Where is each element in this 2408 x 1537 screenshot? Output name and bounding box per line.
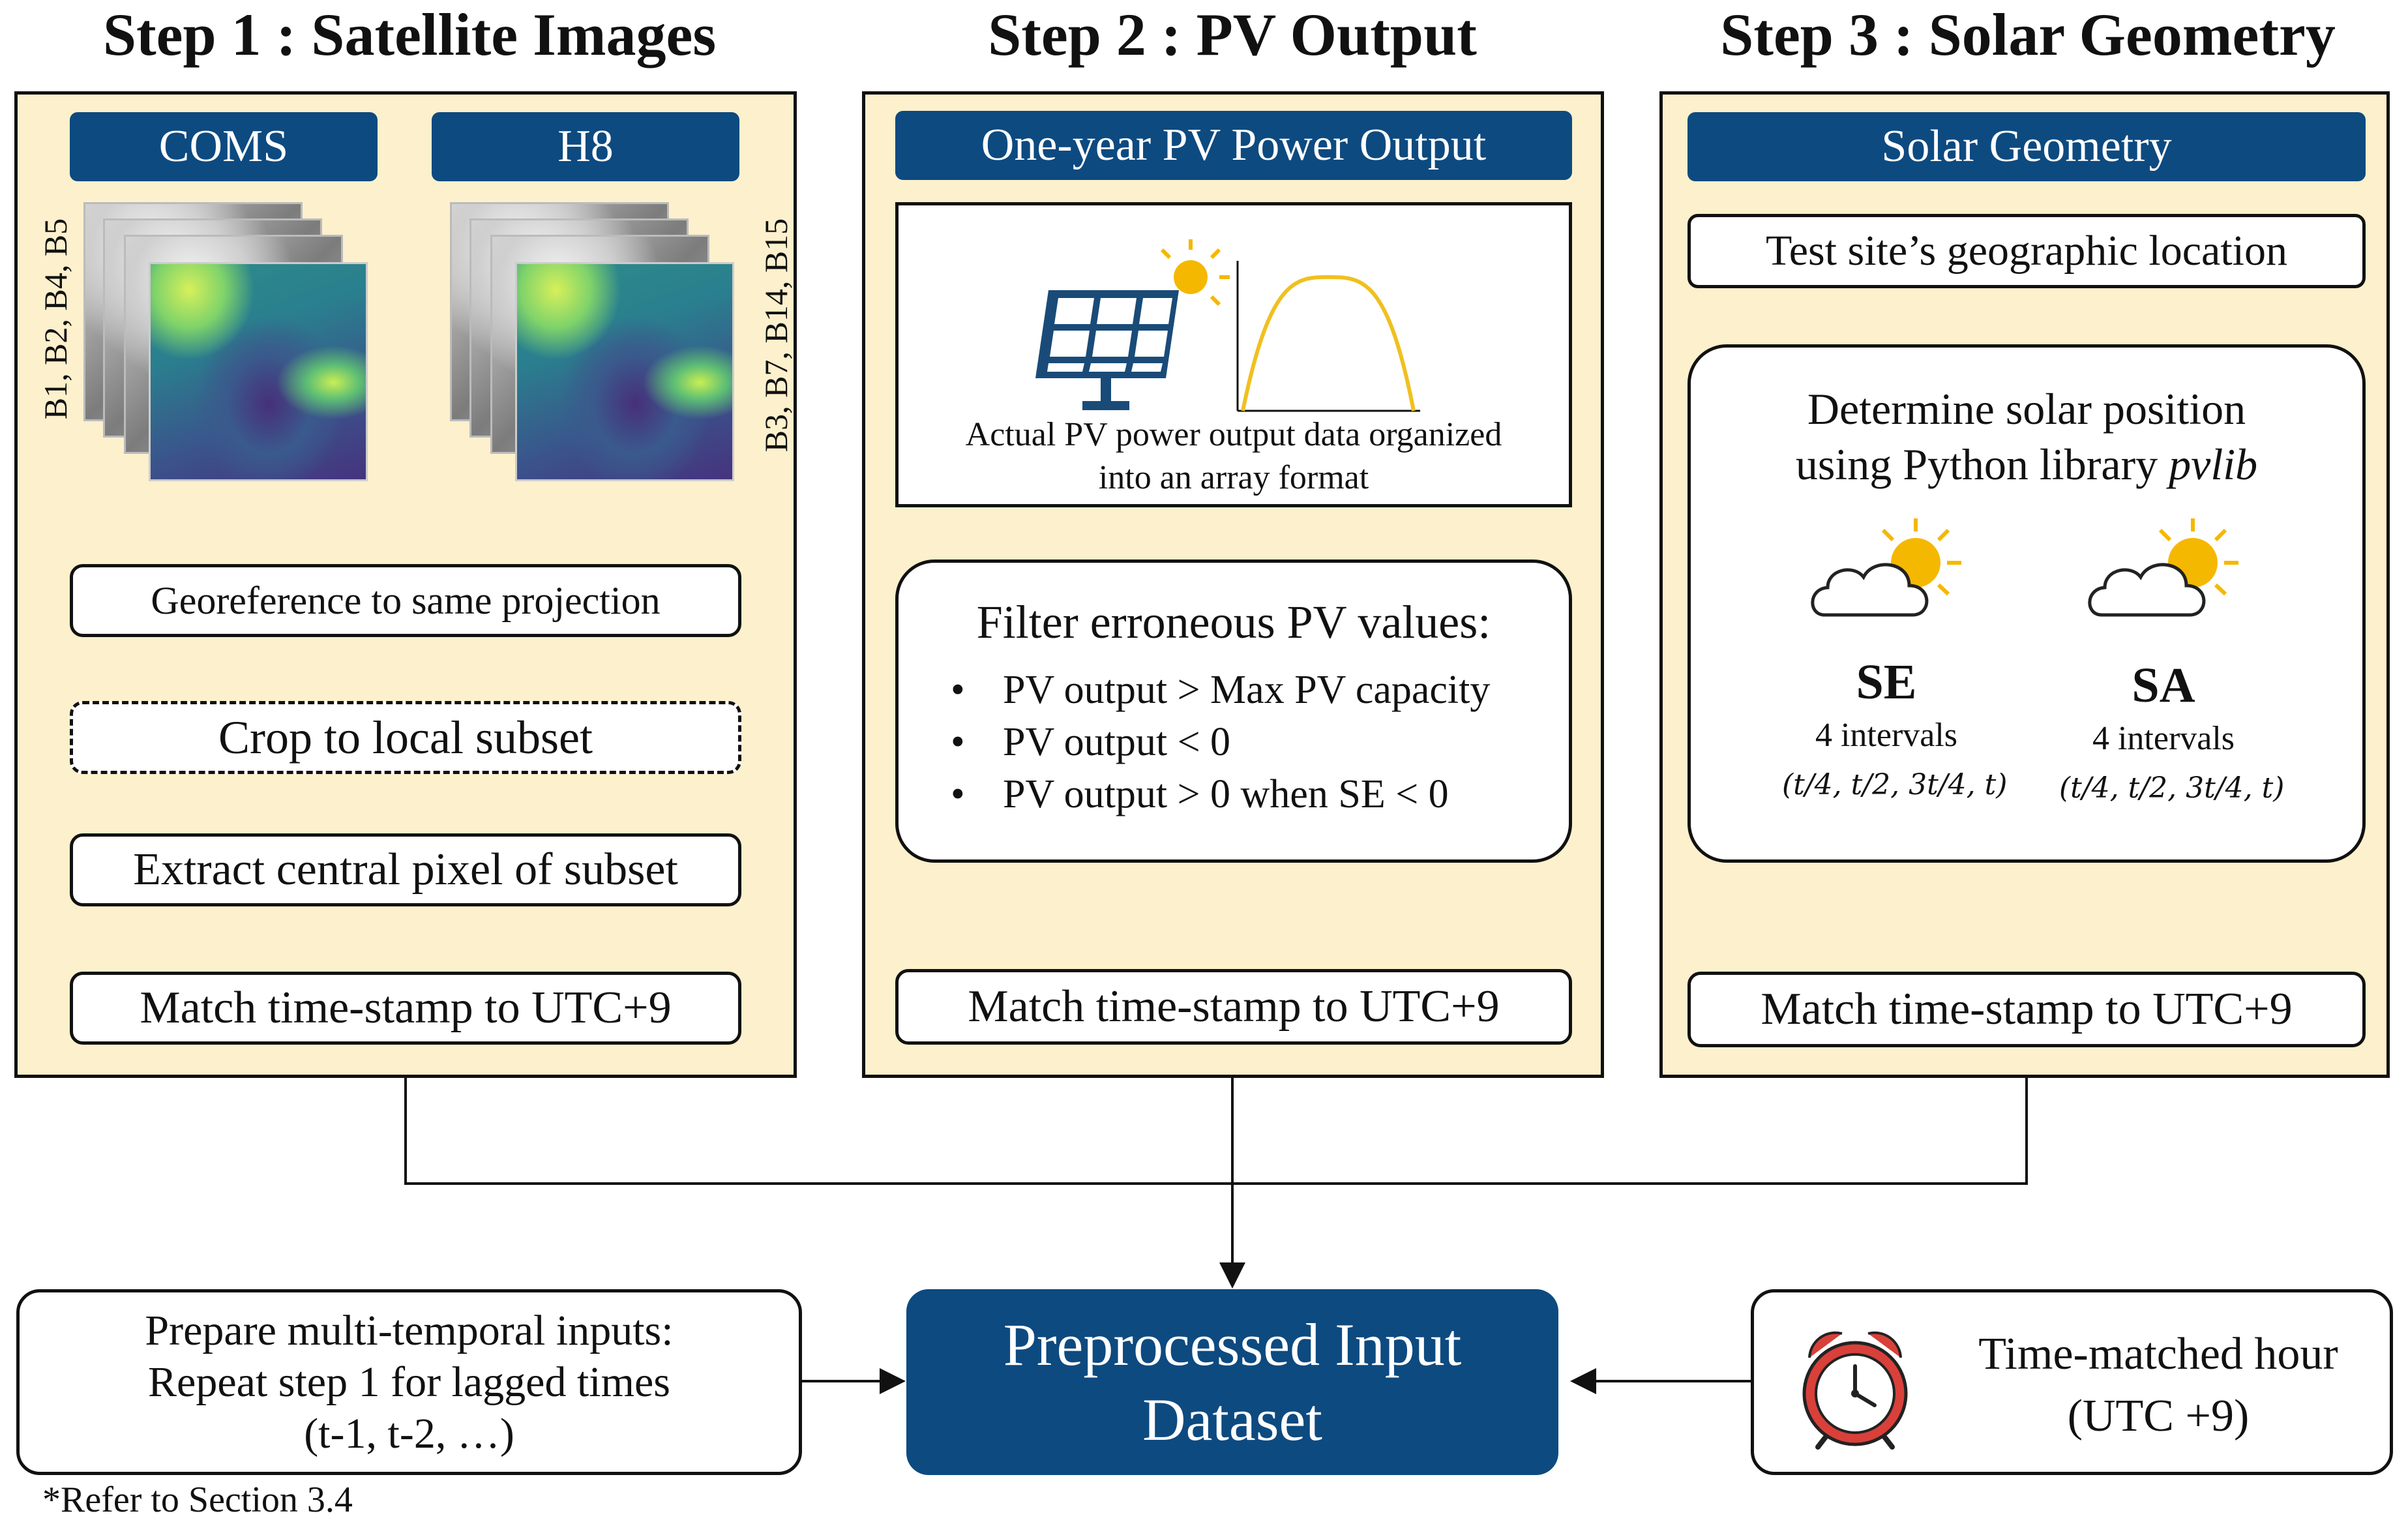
coms-colormap-image xyxy=(149,262,368,481)
determine-line1: Determine solar position xyxy=(1807,384,2246,434)
filter-box: Filter erroneous PV values: • PV output … xyxy=(895,560,1572,863)
extract-box: Extract central pixel of subset xyxy=(70,833,741,906)
pvlib-name: pvlib xyxy=(2169,440,2258,489)
step1-title: Step 1 : Satellite Images xyxy=(102,1,717,68)
georeference-box: Georeference to same projection xyxy=(70,564,741,637)
dataset-line1: Preprocessed Input xyxy=(1003,1311,1462,1378)
pv-illustration xyxy=(1035,239,1420,412)
se-intervals: 4 intervals xyxy=(1815,717,1958,754)
filter-bullet: • xyxy=(951,772,965,816)
multitemporal-line2: Repeat step 1 for lagged times xyxy=(148,1358,670,1406)
alarm-clock-icon xyxy=(1802,1331,1908,1450)
time-matched-line1: Time-matched hour xyxy=(1978,1329,2338,1379)
preprocessed-dataset-box: Preprocessed Input Dataset xyxy=(906,1289,1558,1475)
coms-header: COMS xyxy=(70,112,378,181)
match-box-step2: Match time-stamp to UTC+9 xyxy=(895,969,1572,1045)
filter-item: PV output > Max PV capacity xyxy=(1003,668,1491,712)
time-matched-line2: (UTC +9) xyxy=(2067,1391,2250,1441)
footnote: *Refer to Section 3.4 xyxy=(42,1480,353,1520)
filter-bullet: • xyxy=(951,720,965,764)
step3-title: Step 3 : Solar Geometry xyxy=(1720,1,2336,68)
cloud-sun-icon xyxy=(2088,518,2238,617)
determine-line2-prefix: using Python library xyxy=(1795,440,2169,489)
merge-line xyxy=(404,1078,2028,1185)
h8-band-list: B3, B7, B14, B15 xyxy=(758,218,794,453)
filter-item: PV output > 0 when SE < 0 xyxy=(1003,772,1449,816)
time-matched-box: Time-matched hour (UTC +9) xyxy=(1751,1289,2393,1475)
sa-intervals: 4 intervals xyxy=(2092,720,2235,757)
solar-position-box: Determine solar position using Python li… xyxy=(1687,344,2366,863)
step2-title: Step 2 : PV Output xyxy=(988,1,1477,68)
h8-header: H8 xyxy=(432,112,739,181)
sa-label: SA xyxy=(2132,658,2195,713)
multitemporal-line1: Prepare multi-temporal inputs: xyxy=(145,1306,674,1354)
coms-band-list: B1, B2, B4, B5 xyxy=(37,218,74,420)
crop-box: Crop to local subset xyxy=(70,701,741,774)
pv-output-header: One-year PV Power Output xyxy=(895,111,1572,180)
pv-data-card: Actual PV power output data organized in… xyxy=(895,202,1572,507)
match-box-step3: Match time-stamp to UTC+9 xyxy=(1687,972,2366,1047)
h8-colormap-image xyxy=(515,262,734,481)
multitemporal-line3: (t-1, t-2, …) xyxy=(304,1410,514,1458)
dataset-line2: Dataset xyxy=(1142,1386,1322,1453)
filter-item: PV output < 0 xyxy=(1003,720,1231,764)
location-box: Test site’s geographic location xyxy=(1687,214,2366,288)
sun-icon xyxy=(1160,239,1230,306)
power-curve-plot xyxy=(1236,261,1420,412)
solar-panel-icon xyxy=(1035,290,1179,410)
filter-bullet: • xyxy=(951,668,965,712)
cloud-sun-icon xyxy=(1811,518,1961,617)
pv-caption-line2: into an array format xyxy=(1098,459,1369,496)
se-label: SE xyxy=(1856,655,1917,709)
se-interval-expression: (t/4, t/2, 3t/4, t) xyxy=(1782,768,2008,801)
pv-caption-line1: Actual PV power output data organized xyxy=(965,416,1502,453)
filter-title: Filter erroneous PV values: xyxy=(976,596,1491,648)
determine-line2: using Python library pvlib xyxy=(1691,439,2362,490)
multitemporal-box: Prepare multi-temporal inputs: Repeat st… xyxy=(16,1289,802,1475)
sa-interval-expression: (t/4, t/2, 3t/4, t) xyxy=(2059,771,2285,805)
match-box-step1: Match time-stamp to UTC+9 xyxy=(70,972,741,1045)
solar-geometry-header: Solar Geometry xyxy=(1687,112,2366,181)
